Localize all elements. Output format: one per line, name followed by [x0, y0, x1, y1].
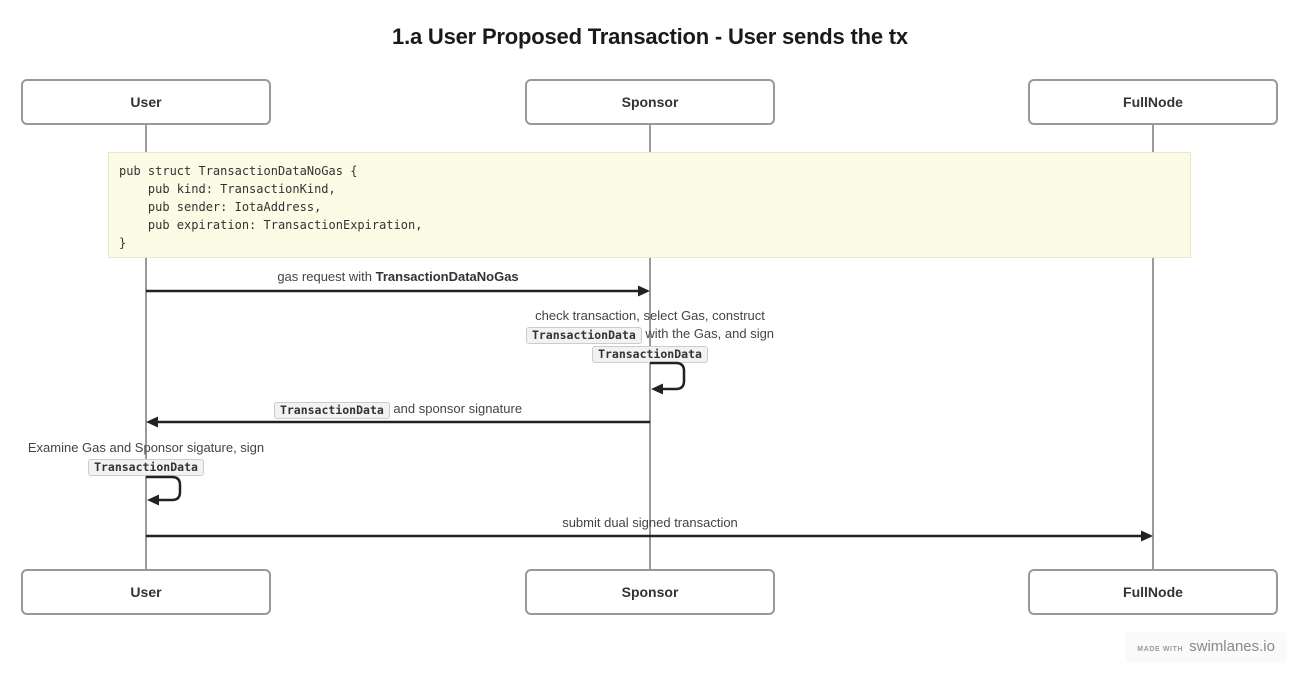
code-line: }	[119, 236, 127, 250]
actor-sponsor-label: Sponsor	[621, 584, 679, 600]
code-line: pub kind: TransactionKind,	[119, 182, 336, 196]
code-chip: TransactionData	[88, 459, 204, 476]
message-submit: submit dual signed transaction	[562, 515, 738, 530]
message-sponsor-reply-text: and sponsor signature	[389, 401, 523, 416]
code-line: pub expiration: TransactionExpiration,	[119, 218, 423, 232]
arrow-sponsor-reply	[146, 416, 650, 428]
message-gas-request: gas request with TransactionDataNoGas	[146, 268, 650, 286]
message-sponsor-self: check transaction, select Gas, construct…	[450, 307, 850, 363]
message-gas-request-text: gas request with	[277, 269, 376, 284]
arrow-sponsor-self-loop	[650, 361, 686, 395]
code-chip: TransactionData	[592, 346, 708, 363]
message-sponsor-self-line2: TransactionData with the Gas, and sign	[450, 325, 850, 344]
code-chip: TransactionData	[525, 327, 642, 344]
message-sponsor-self-line1: check transaction, select Gas, construct	[535, 308, 765, 323]
code-chip: TransactionData	[273, 402, 390, 419]
actor-fullnode-label: FullNode	[1123, 94, 1183, 110]
actor-fullnode-label: FullNode	[1123, 584, 1183, 600]
actor-sponsor-label: Sponsor	[621, 94, 679, 110]
message-sponsor-self-line3: TransactionData	[450, 344, 850, 363]
swimlanes-badge[interactable]: MADE WITH swimlanes.io	[1125, 632, 1287, 663]
made-with-label: MADE WITH	[1137, 646, 1184, 653]
actor-user-label: User	[130, 94, 162, 110]
diagram-title: 1.a User Proposed Transaction - User sen…	[392, 24, 908, 49]
message-gas-request-bold: TransactionDataNoGas	[375, 269, 519, 284]
arrow-submit	[146, 530, 1153, 542]
code-note: pub struct TransactionDataNoGas { pub ki…	[108, 152, 1191, 258]
arrow-user-self-loop	[146, 475, 182, 506]
actor-user-label: User	[130, 584, 162, 600]
message-user-self-line1: Examine Gas and Sponsor sigature, sign	[27, 440, 265, 455]
actor-sponsor-bottom: Sponsor	[525, 569, 775, 615]
code-line: pub struct TransactionDataNoGas {	[119, 164, 358, 178]
message-sponsor-reply: TransactionData and sponsor signature	[146, 400, 650, 419]
actor-user-top: User	[21, 79, 271, 125]
swimlanes-brand[interactable]: swimlanes.io	[1189, 638, 1275, 655]
message-user-self-line2: TransactionData	[0, 457, 292, 476]
actor-user-bottom: User	[21, 569, 271, 615]
arrow-gas-request	[146, 285, 650, 297]
message-user-self: Examine Gas and Sponsor sigature, sign T…	[0, 439, 292, 476]
actor-fullnode-bottom: FullNode	[1028, 569, 1278, 615]
actor-fullnode-top: FullNode	[1028, 79, 1278, 125]
message-sponsor-self-line2-text: with the Gas, and sign	[641, 326, 775, 341]
code-line: pub sender: IotaAddress,	[119, 200, 322, 214]
actor-sponsor-top: Sponsor	[525, 79, 775, 125]
